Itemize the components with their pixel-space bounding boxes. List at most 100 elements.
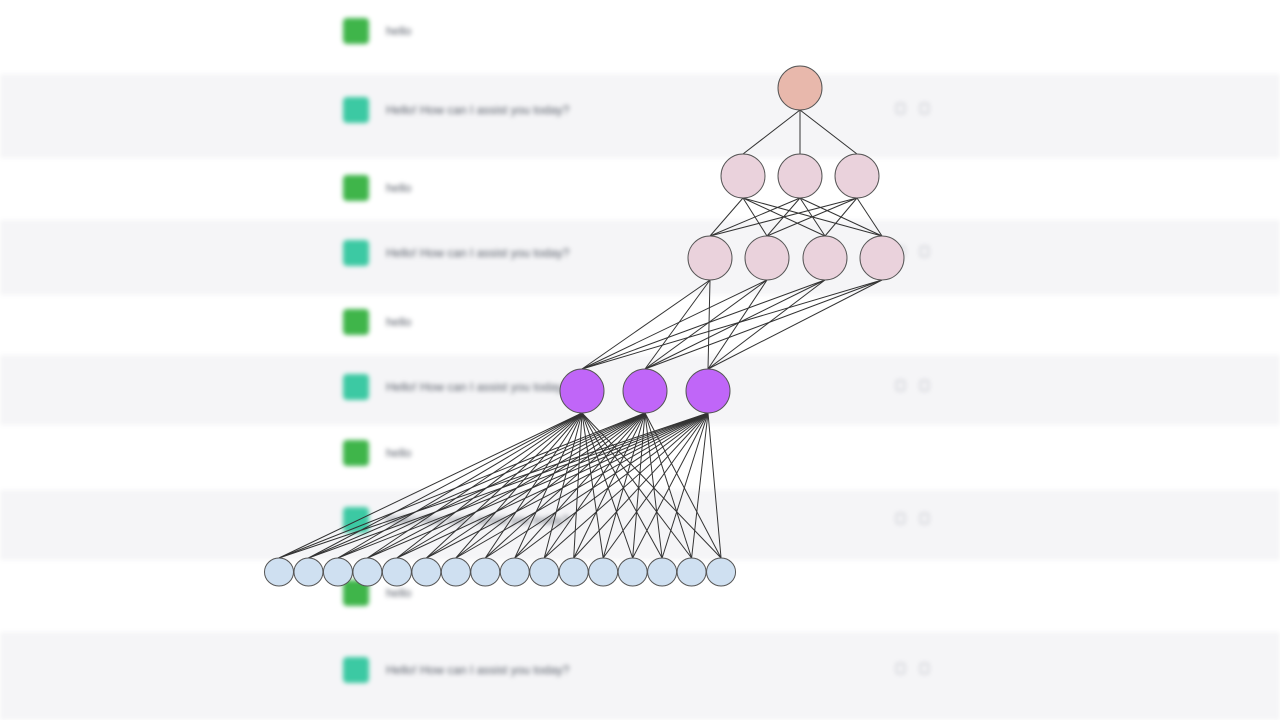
- assistant-avatar: [343, 374, 369, 400]
- message-actions: [896, 663, 936, 677]
- edge-output-to-hidden-3: [799, 109, 858, 155]
- node-hidden-1-2: [622, 368, 668, 414]
- node-input-13: [617, 557, 648, 587]
- edge-hidden-1-to-input: [278, 412, 583, 559]
- edge-hidden-1-to-input: [581, 412, 722, 559]
- edge-hidden-2-to-hidden-1: [644, 279, 883, 370]
- edge-hidden-1-to-input: [337, 412, 709, 559]
- edge-hidden-2-to-hidden-1: [707, 279, 826, 370]
- node-input-6: [411, 557, 442, 587]
- user-avatar: [343, 175, 369, 201]
- edge-hidden-1-to-input: [543, 412, 583, 559]
- edge-output-to-hidden-3: [742, 109, 801, 155]
- node-hidden-2-3: [802, 235, 848, 281]
- message-actions: [896, 380, 936, 394]
- edge-hidden-1-to-input: [278, 412, 646, 559]
- edge-hidden-2-to-hidden-1: [581, 279, 768, 370]
- edge-hidden-1-to-input: [278, 412, 709, 559]
- node-input-11: [558, 557, 589, 587]
- assistant-avatar: [343, 240, 369, 266]
- node-input-1: [264, 557, 294, 587]
- thumbs-down-icon[interactable]: [920, 663, 929, 674]
- assistant-avatar: [343, 657, 369, 683]
- edge-hidden-1-to-input: [644, 412, 693, 559]
- edge-hidden-1-to-input: [573, 412, 709, 559]
- edge-hidden-1-to-input: [308, 412, 583, 559]
- edge-hidden-1-to-input: [337, 412, 646, 559]
- node-input-15: [676, 557, 707, 587]
- edge-hidden-3-to-hidden-2: [824, 197, 858, 237]
- edge-hidden-1-to-input: [396, 412, 646, 559]
- edge-hidden-1-to-input: [514, 412, 646, 559]
- edge-hidden-1-to-input: [426, 412, 583, 559]
- edge-hidden-1-to-input: [367, 412, 646, 559]
- edge-hidden-1-to-input: [543, 412, 709, 559]
- node-input-14: [647, 557, 678, 587]
- edge-hidden-1-to-input: [426, 412, 709, 559]
- node-input-9: [499, 557, 530, 587]
- message-text: hello: [386, 446, 412, 460]
- thumbs-up-icon[interactable]: [896, 663, 905, 674]
- message-actions: [896, 103, 936, 117]
- user-avatar: [343, 440, 369, 466]
- assistant-message-row: [0, 74, 1280, 158]
- node-input-12: [588, 557, 619, 587]
- edge-hidden-2-to-hidden-1: [707, 279, 768, 370]
- assistant-message-row: [0, 632, 1280, 720]
- thumbs-up-icon[interactable]: [896, 513, 905, 524]
- edge-hidden-1-to-input: [581, 412, 604, 559]
- edge-hidden-2-to-hidden-1: [581, 279, 711, 370]
- node-hidden-2-1: [687, 235, 733, 281]
- edge-hidden-1-to-input: [484, 412, 646, 559]
- assistant-message-row: [0, 220, 1280, 295]
- node-input-8: [470, 557, 501, 587]
- edge-hidden-3-to-hidden-2: [709, 197, 744, 237]
- edge-hidden-3-to-hidden-2: [709, 197, 858, 237]
- edge-hidden-1-to-input: [691, 412, 709, 559]
- edge-hidden-1-to-input: [367, 412, 583, 559]
- thumbs-down-icon[interactable]: [920, 246, 929, 257]
- edge-hidden-1-to-input: [632, 412, 646, 559]
- node-input-10: [529, 557, 560, 587]
- nodes-group: [264, 65, 905, 587]
- edge-hidden-1-to-input: [455, 412, 709, 559]
- edge-hidden-1-to-input: [514, 412, 709, 559]
- edge-hidden-1-to-input: [337, 412, 583, 559]
- message-text: Hello! How can I assist you today?: [386, 103, 570, 117]
- message-text: Hello! How can I assist you today?: [386, 380, 570, 394]
- node-input-2: [293, 557, 324, 587]
- thumbs-down-icon[interactable]: [920, 380, 929, 391]
- node-hidden-2-4: [859, 235, 905, 281]
- thumbs-down-icon[interactable]: [920, 103, 929, 114]
- edge-hidden-1-to-input: [308, 412, 646, 559]
- thumbs-up-icon[interactable]: [896, 380, 905, 391]
- edge-hidden-2-to-hidden-1: [707, 279, 883, 370]
- edges-group: [278, 109, 883, 559]
- edge-hidden-1-to-input: [573, 412, 583, 559]
- node-hidden-1-1: [559, 368, 605, 414]
- edge-hidden-1-to-input: [396, 412, 583, 559]
- thumbs-down-icon[interactable]: [920, 513, 929, 524]
- message-text: hello: [386, 24, 412, 38]
- edge-hidden-1-to-input: [426, 412, 646, 559]
- edge-hidden-2-to-hidden-1: [644, 279, 826, 370]
- user-message-row: [0, 0, 1280, 74]
- thumbs-up-icon[interactable]: [896, 103, 905, 114]
- node-hidden-3-3: [834, 153, 880, 199]
- assistant-avatar: [343, 97, 369, 123]
- edge-hidden-3-to-hidden-2: [856, 197, 883, 237]
- node-input-3: [322, 557, 353, 587]
- node-input-16: [706, 557, 737, 587]
- edge-hidden-1-to-input: [514, 412, 583, 559]
- edge-hidden-1-to-input: [661, 412, 709, 559]
- edge-hidden-2-to-hidden-1: [581, 279, 826, 370]
- edge-hidden-3-to-hidden-2: [766, 197, 858, 237]
- edge-hidden-1-to-input: [602, 412, 709, 559]
- edge-hidden-2-to-hidden-1: [644, 279, 711, 370]
- message-text: Hello! How can I assist you today?: [386, 246, 570, 260]
- edge-hidden-1-to-input: [484, 412, 583, 559]
- edge-hidden-1-to-input: [581, 412, 634, 559]
- message-text: Hello! How can I assist you today?: [386, 663, 570, 677]
